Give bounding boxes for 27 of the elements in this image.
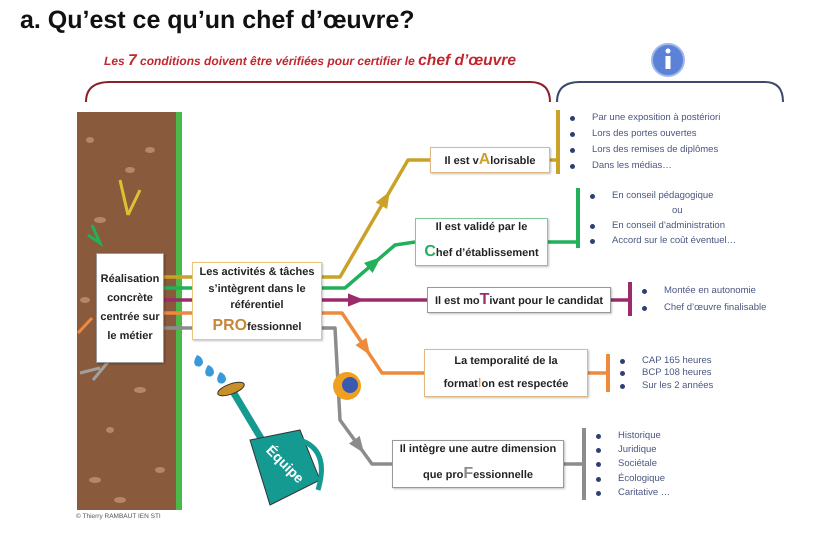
list-item: En conseil pédagogique [590,190,806,202]
text-box: Il est vAlorisable [430,147,550,173]
text-box: Les activités & tâches s’intègrent dans le référentiel PROfessionnel [192,262,322,340]
list-item: Chef d’œuvre finalisable [642,302,828,314]
text-box: Réalisation concrète centrée sur le métier [96,253,164,363]
list-item: Dans les médias… [570,160,786,172]
list-item: Caritative … [596,487,732,498]
list-item: Écologique [596,472,732,484]
text-box: Il est moTivant pour le candidat [427,287,611,313]
list-item: Sur les 2 années [620,380,766,392]
list-item: Par une exposition à postériori [570,112,786,124]
list-item: Montée en autonomie [642,284,828,296]
text-box: La temporalité de la formatIon est respectée [424,349,588,397]
list-item: Accord sur le coût éventuel… [590,234,806,246]
title: a. Qu’est ce qu’un chef d’œuvre? [20,6,415,35]
list-item: En conseil d’administration [590,220,806,232]
list-item: Juridique [596,444,732,456]
heading-note: Les 7 conditions doivent être vérifiées pour certifier le chef d’œuvre [104,52,516,70]
text-box: Il est validé par le Chef d’établissement [415,218,548,266]
list-item: Sociétale [596,458,732,470]
text-box: Il intègre une autre dimension que proFessionnelle [392,440,564,488]
list-item: Historique [596,430,732,441]
list-item: Lors des portes ouvertes [570,128,786,140]
list-item: Lors des remises de diplômes [570,144,786,156]
list-item: ou [671,204,683,216]
list-item: BCP 108 heures [620,367,766,379]
list-item: CAP 165 heures [620,354,766,366]
